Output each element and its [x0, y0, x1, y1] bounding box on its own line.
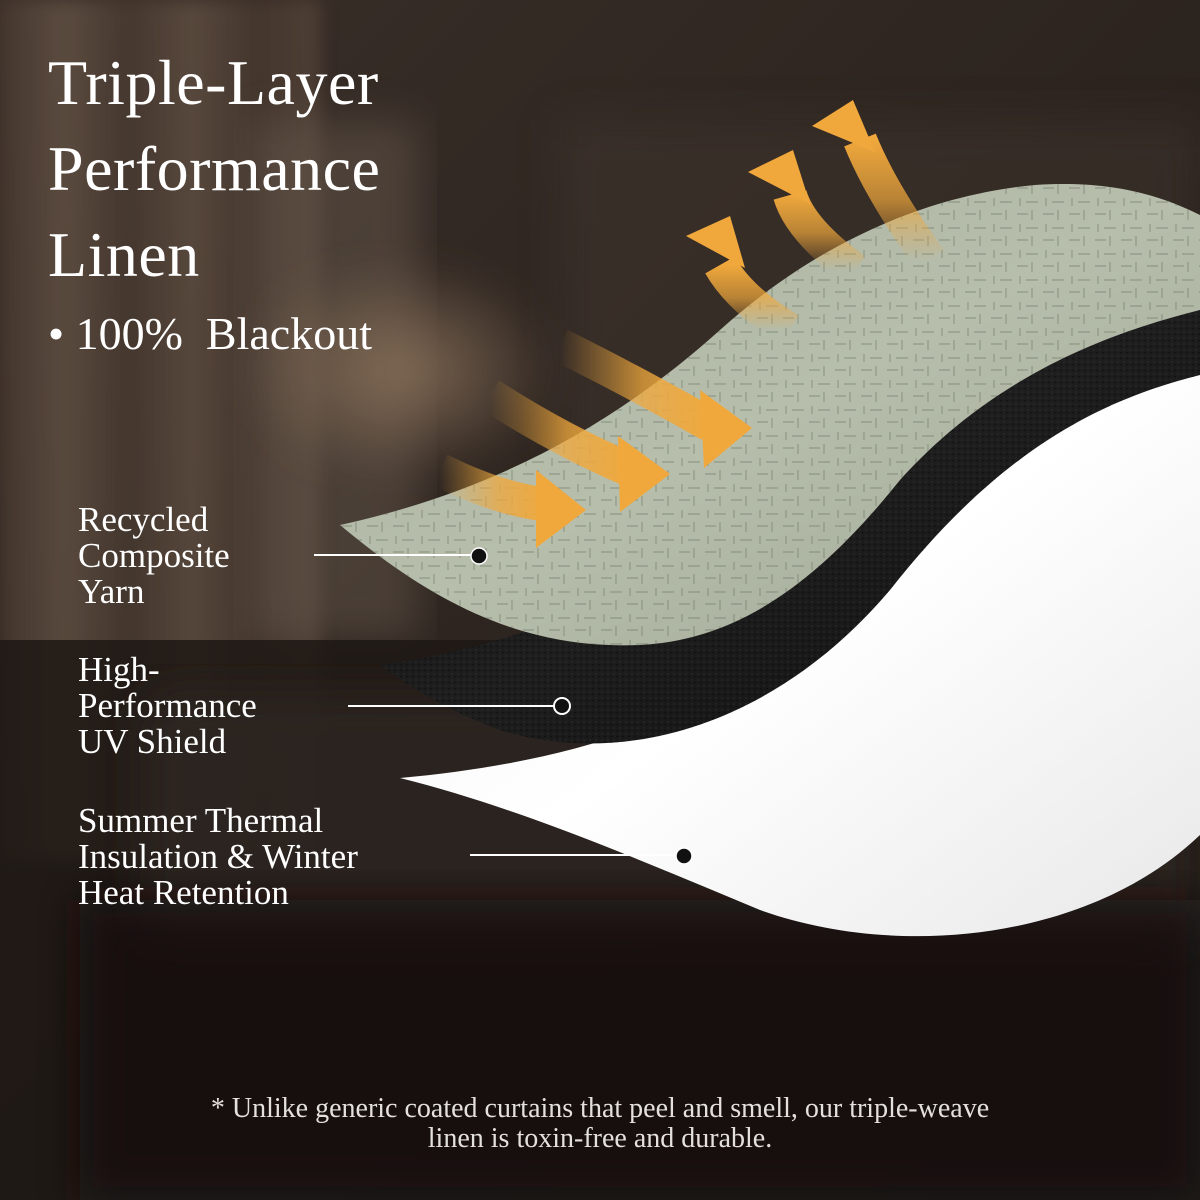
layer-label-line: Summer Thermal: [78, 801, 324, 840]
page-title: Triple-Layer Performance Linen: [48, 40, 380, 298]
layer-label-line: Recycled: [78, 500, 209, 539]
layer-label-line: Insulation & Winter: [78, 837, 358, 876]
title-line-1: Triple-Layer: [48, 47, 379, 118]
heat-arrow-icon: [480, 380, 670, 512]
callout-dot-icon: [675, 847, 693, 865]
heat-arrow-icon: [812, 100, 944, 270]
heat-arrows: [432, 100, 944, 548]
footnote-line-1: * Unlike generic coated curtains that pe…: [210, 1093, 990, 1124]
callout-dot-icon: [470, 547, 488, 565]
heat-arrow-icon: [686, 216, 799, 345]
callout-dot-icon: [553, 697, 571, 715]
heat-arrow-icon: [748, 150, 866, 284]
title-line-3: Linen: [48, 219, 200, 290]
title-line-2: Performance: [48, 133, 381, 204]
heat-arrow-icon: [552, 329, 752, 468]
layer-label-line: Heat Retention: [78, 873, 289, 912]
footnote-line-2: linen is toxin-free and durable.: [427, 1123, 773, 1154]
layer-label-line: High-: [78, 650, 160, 689]
layer-label-line: Composite: [78, 536, 230, 575]
callout-uv-shield: [348, 697, 571, 715]
heat-arrow-icon: [432, 454, 586, 548]
callout-recycled-yarn: [314, 547, 488, 565]
layer-label-line: Performance: [78, 686, 257, 725]
footnote: * Unlike generic coated curtains that pe…: [30, 1094, 1170, 1154]
layer-label-uv-shield: High- Performance UV Shield: [78, 652, 257, 760]
fabric-layer-white: [400, 340, 1200, 937]
blackout-bullet: • 100% Blackout: [48, 308, 372, 359]
layer-label-recycled-yarn: Recycled Composite Yarn: [78, 502, 230, 610]
callout-thermal: [470, 847, 693, 865]
layer-label-line: UV Shield: [78, 722, 227, 761]
layer-label-line: Yarn: [78, 572, 145, 611]
layer-label-thermal: Summer Thermal Insulation & Winter Heat …: [78, 803, 358, 911]
